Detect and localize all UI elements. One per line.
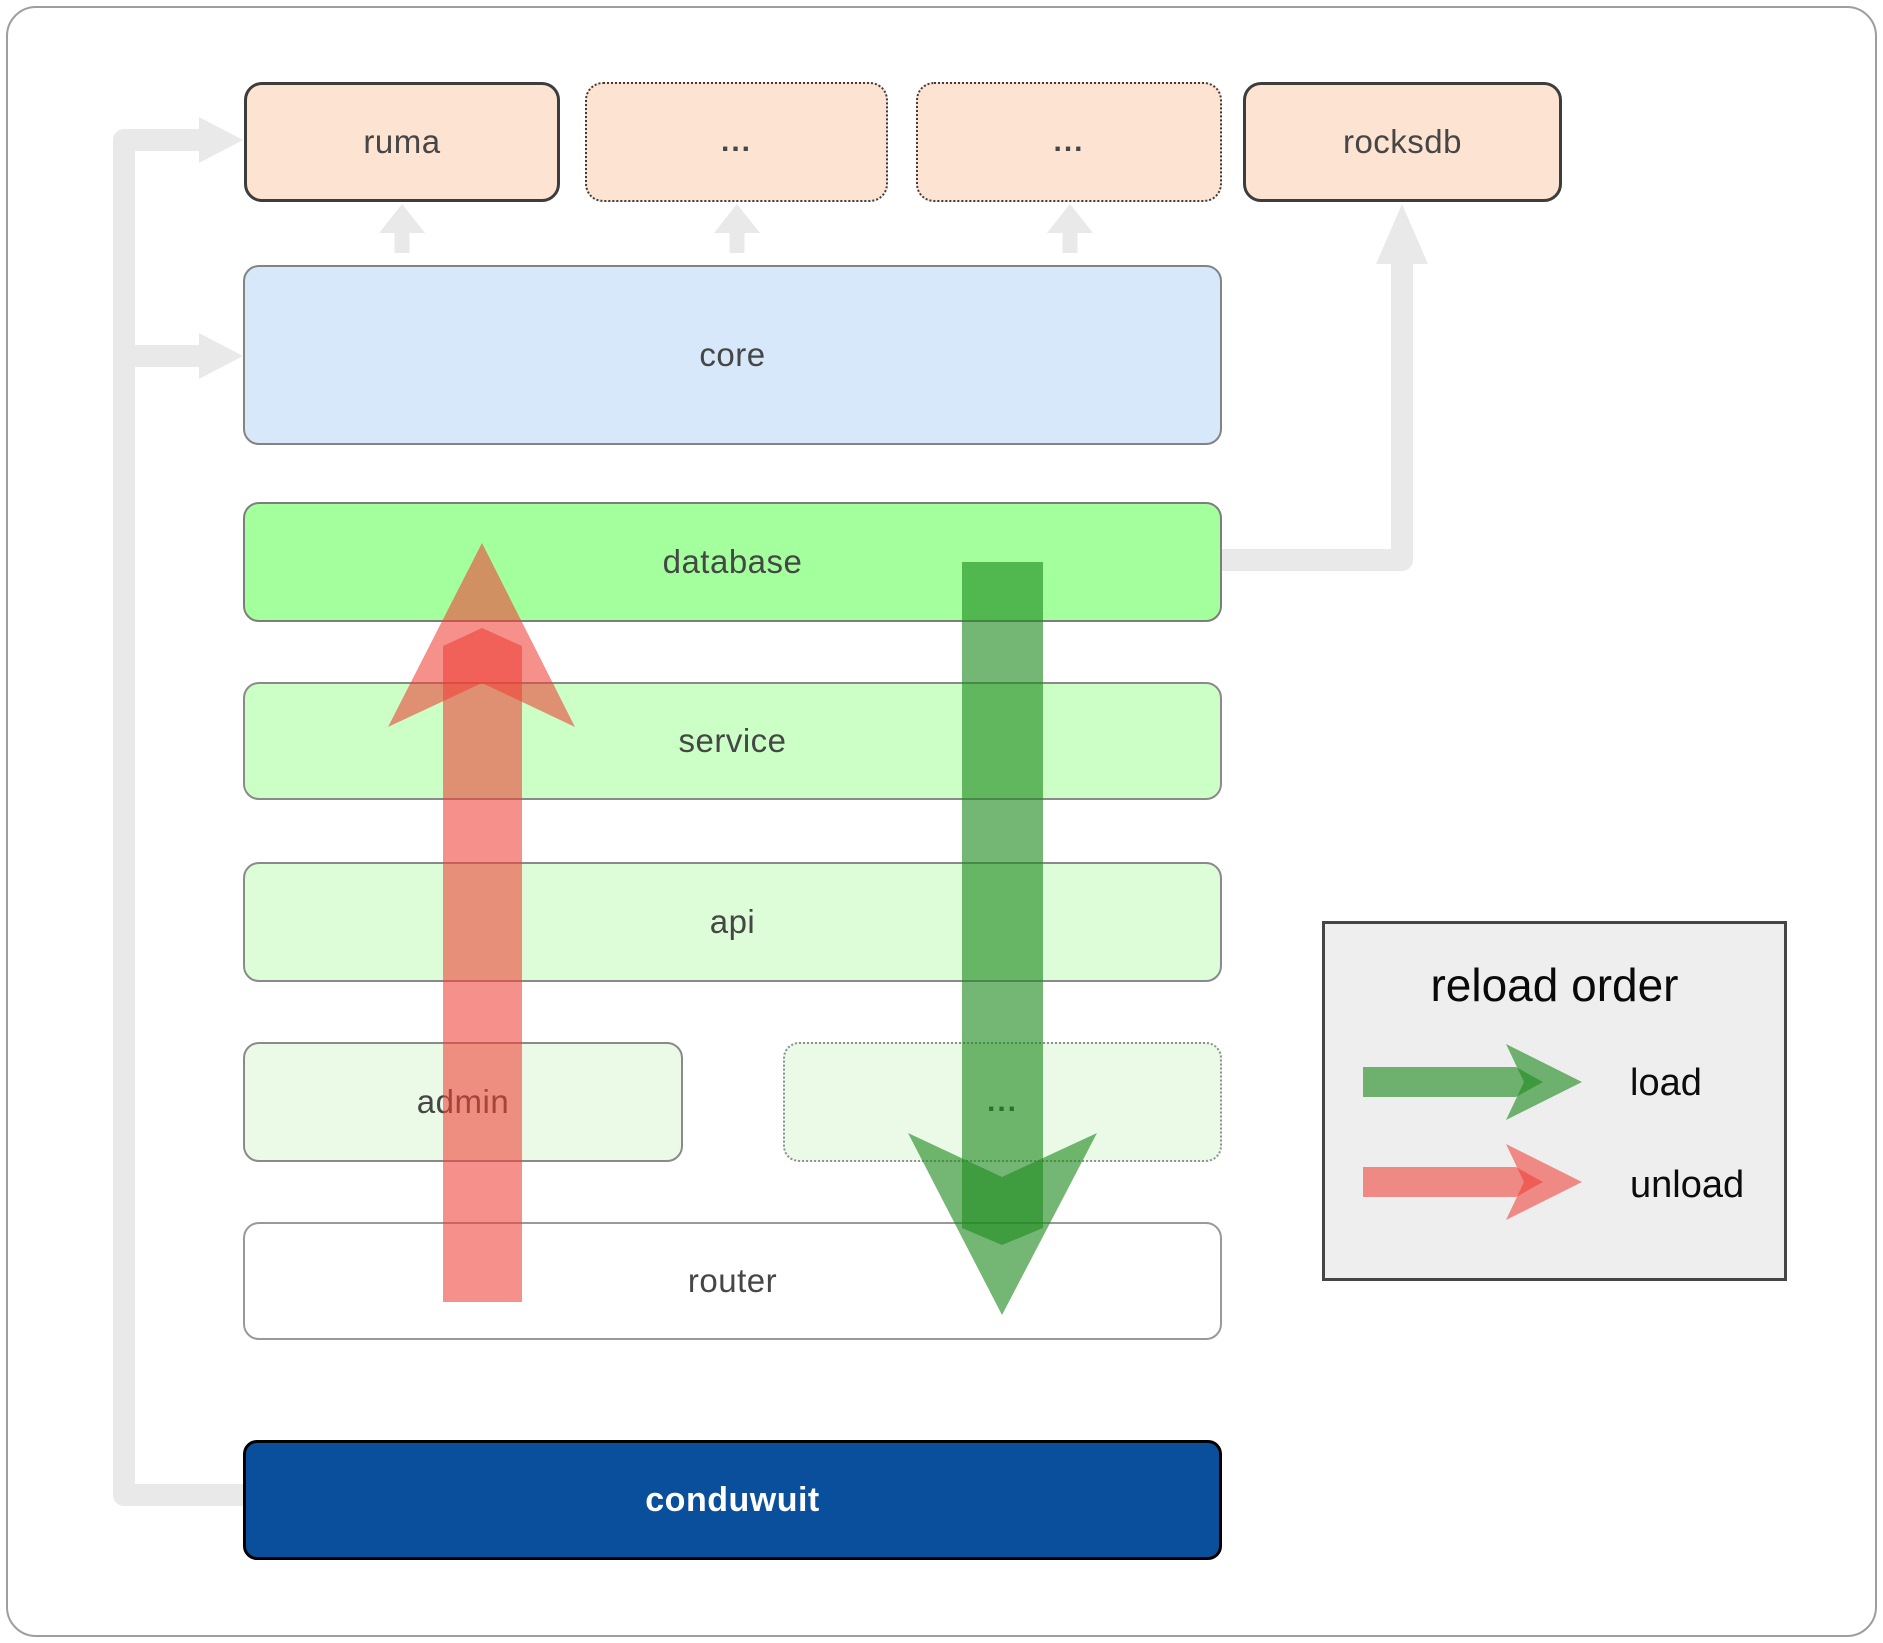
box-admin: admin — [243, 1042, 683, 1162]
box-ellipsis-top-right: ... — [916, 82, 1222, 202]
box-api-label: api — [709, 903, 756, 940]
box-ruma: ruma — [244, 82, 560, 202]
conduwuit-trunk-connector — [113, 129, 243, 1506]
box-conduwuit: conduwuit — [243, 1440, 1222, 1560]
outer-frame — [6, 6, 1877, 1637]
core-to-dots1-shaft — [729, 231, 745, 253]
arrowhead-into-ruma-icon — [199, 117, 243, 163]
box-database-label: database — [662, 543, 803, 580]
box-ellipsis-top-right-label: ... — [1053, 125, 1085, 158]
box-core: core — [243, 265, 1222, 445]
box-rocksdb: rocksdb — [1243, 82, 1562, 202]
arrowhead-into-rocksdb-icon — [1376, 204, 1428, 264]
legend-title: reload order — [1430, 959, 1679, 1011]
box-rocksdb-label: rocksdb — [1342, 123, 1463, 160]
box-admin-label: admin — [416, 1083, 510, 1120]
box-ellipsis-mid: ... — [783, 1042, 1222, 1162]
box-conduwuit-label: conduwuit — [645, 1480, 820, 1519]
core-to-ruma-shaft — [394, 231, 410, 253]
box-router: router — [243, 1222, 1222, 1340]
box-service: service — [243, 682, 1222, 800]
box-ellipsis-mid-label: ... — [986, 1085, 1018, 1118]
box-service-label: service — [678, 722, 787, 759]
trunk-to-ruma-line — [113, 129, 243, 1506]
database-to-rocksdb-connector — [1222, 204, 1428, 571]
box-ruma-label: ruma — [363, 123, 441, 160]
core-to-dots1-arrowhead-icon — [714, 204, 760, 233]
core-to-dots2-arrowhead-icon — [1047, 204, 1093, 233]
core-to-ruma-arrowhead-icon — [379, 204, 425, 233]
legend-load-label: load — [1630, 1062, 1702, 1104]
legend: reload order load unload — [1322, 921, 1787, 1281]
core-to-dots2-shaft — [1062, 231, 1078, 253]
box-ellipsis-top-left: ... — [585, 82, 888, 202]
box-router-label: router — [687, 1262, 778, 1299]
arrowhead-into-core-icon — [199, 333, 243, 379]
box-database: database — [243, 502, 1222, 622]
database-to-rocksdb-line — [1222, 262, 1413, 571]
box-ellipsis-top-left-label: ... — [720, 125, 752, 158]
legend-unload-label: unload — [1630, 1164, 1745, 1206]
box-core-label: core — [699, 336, 766, 373]
box-api: api — [243, 862, 1222, 982]
